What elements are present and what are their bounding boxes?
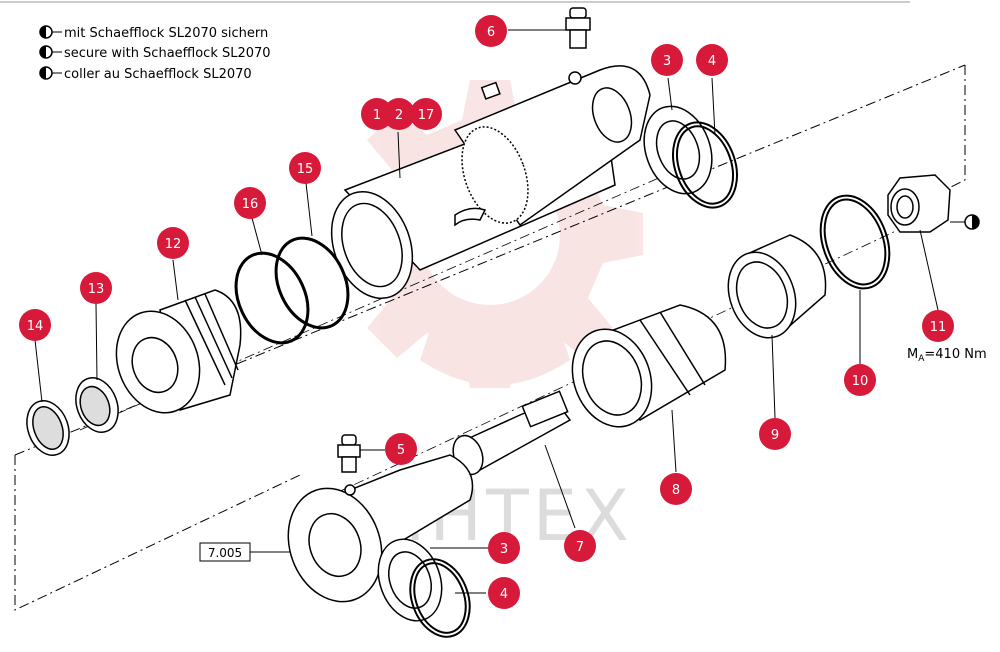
callout-label: 3 xyxy=(500,542,508,557)
callout-label: 13 xyxy=(88,282,105,297)
callout-label: 7 xyxy=(576,540,584,555)
callout-10: 10 xyxy=(844,364,876,396)
callouts: 6 3 4 1 2 17 15 16 12 13 14 11 10 9 8 5 … xyxy=(19,15,954,609)
snap-ring-upper xyxy=(672,121,738,209)
callout-6: 6 xyxy=(475,15,507,47)
callout-2: 2 xyxy=(383,98,415,130)
legend-row-de: mit Schaefflock SL2070 sichern xyxy=(39,25,268,41)
callout-label: 9 xyxy=(771,428,779,443)
callout-label: 8 xyxy=(672,483,680,498)
ring-14 xyxy=(26,400,70,456)
rod-eye xyxy=(287,454,474,603)
o-ring-16 xyxy=(234,251,310,345)
bearing-9 xyxy=(727,234,827,339)
callout-4-upper: 4 xyxy=(696,44,728,76)
callout-16: 16 xyxy=(234,187,266,219)
callout-11: 11 xyxy=(922,310,954,342)
rod-7 xyxy=(452,390,572,476)
callout-13: 13 xyxy=(80,272,112,304)
callout-label: 1 xyxy=(373,108,381,123)
assembly-axis-frame xyxy=(944,65,966,191)
callout-label: 12 xyxy=(165,237,182,252)
callout-1: 1 xyxy=(361,98,393,130)
legend-text-fr: coller au Schaefflock SL2070 xyxy=(64,67,252,82)
callout-3-lower: 3 xyxy=(488,532,520,564)
callout-12: 12 xyxy=(157,227,189,259)
callout-4-lower: 4 xyxy=(488,577,520,609)
legend-row-en: secure with Schaefflock SL2070 xyxy=(39,45,271,61)
assembly-axis-frame-lower xyxy=(14,455,301,611)
callout-label: 17 xyxy=(418,108,435,123)
torque-sub: A xyxy=(918,354,925,364)
torque-value: =410 Nm xyxy=(924,347,986,362)
callout-label: 3 xyxy=(663,54,671,69)
callout-9: 9 xyxy=(759,418,791,450)
callout-17: 17 xyxy=(410,98,442,130)
threaded-cap-12 xyxy=(115,289,242,414)
legend-row-fr: coller au Schaefflock SL2070 xyxy=(39,66,252,82)
callout-5: 5 xyxy=(385,433,417,465)
legend-text-de: mit Schaefflock SL2070 sichern xyxy=(64,26,268,41)
legend-text-en: secure with Schaefflock SL2070 xyxy=(64,46,271,61)
callout-15: 15 xyxy=(289,152,321,184)
bushing-13 xyxy=(75,377,119,433)
grease-nipple-top xyxy=(565,7,591,49)
assembly-axis-upper xyxy=(79,159,701,431)
callout-7: 7 xyxy=(564,530,596,562)
half-circle-icon xyxy=(950,214,980,230)
callout-8: 8 xyxy=(660,473,692,505)
assembly-axis-main xyxy=(14,64,966,456)
o-ring-15 xyxy=(274,236,350,330)
callout-label: 4 xyxy=(708,54,716,69)
callout-label: 6 xyxy=(487,25,495,40)
callout-label: 11 xyxy=(930,320,947,335)
grease-nipple-lower xyxy=(337,434,361,473)
nut-11 xyxy=(887,174,951,233)
callout-label: 16 xyxy=(242,197,259,212)
reference-box: 7.005 xyxy=(199,542,251,562)
leader-lines xyxy=(34,29,939,594)
snap-ring-10 xyxy=(819,194,891,290)
callout-3-upper: 3 xyxy=(651,44,683,76)
callout-label: 10 xyxy=(852,374,869,389)
torque-prefix: M xyxy=(907,347,918,362)
snap-ring-lower xyxy=(409,558,471,638)
callout-14: 14 xyxy=(19,309,51,341)
callout-label: 4 xyxy=(500,587,508,602)
reference-box-text: 7.005 xyxy=(208,546,242,560)
callout-label: 15 xyxy=(297,162,314,177)
legend: mit Schaefflock SL2070 sichern secure wi… xyxy=(39,25,271,82)
piston-8 xyxy=(571,304,727,428)
callout-label: 5 xyxy=(397,443,405,458)
torque-label: MA=410 Nm xyxy=(907,347,987,364)
callout-label: 14 xyxy=(27,319,44,334)
cylinder-body xyxy=(330,65,651,300)
callout-label: 2 xyxy=(395,108,403,123)
